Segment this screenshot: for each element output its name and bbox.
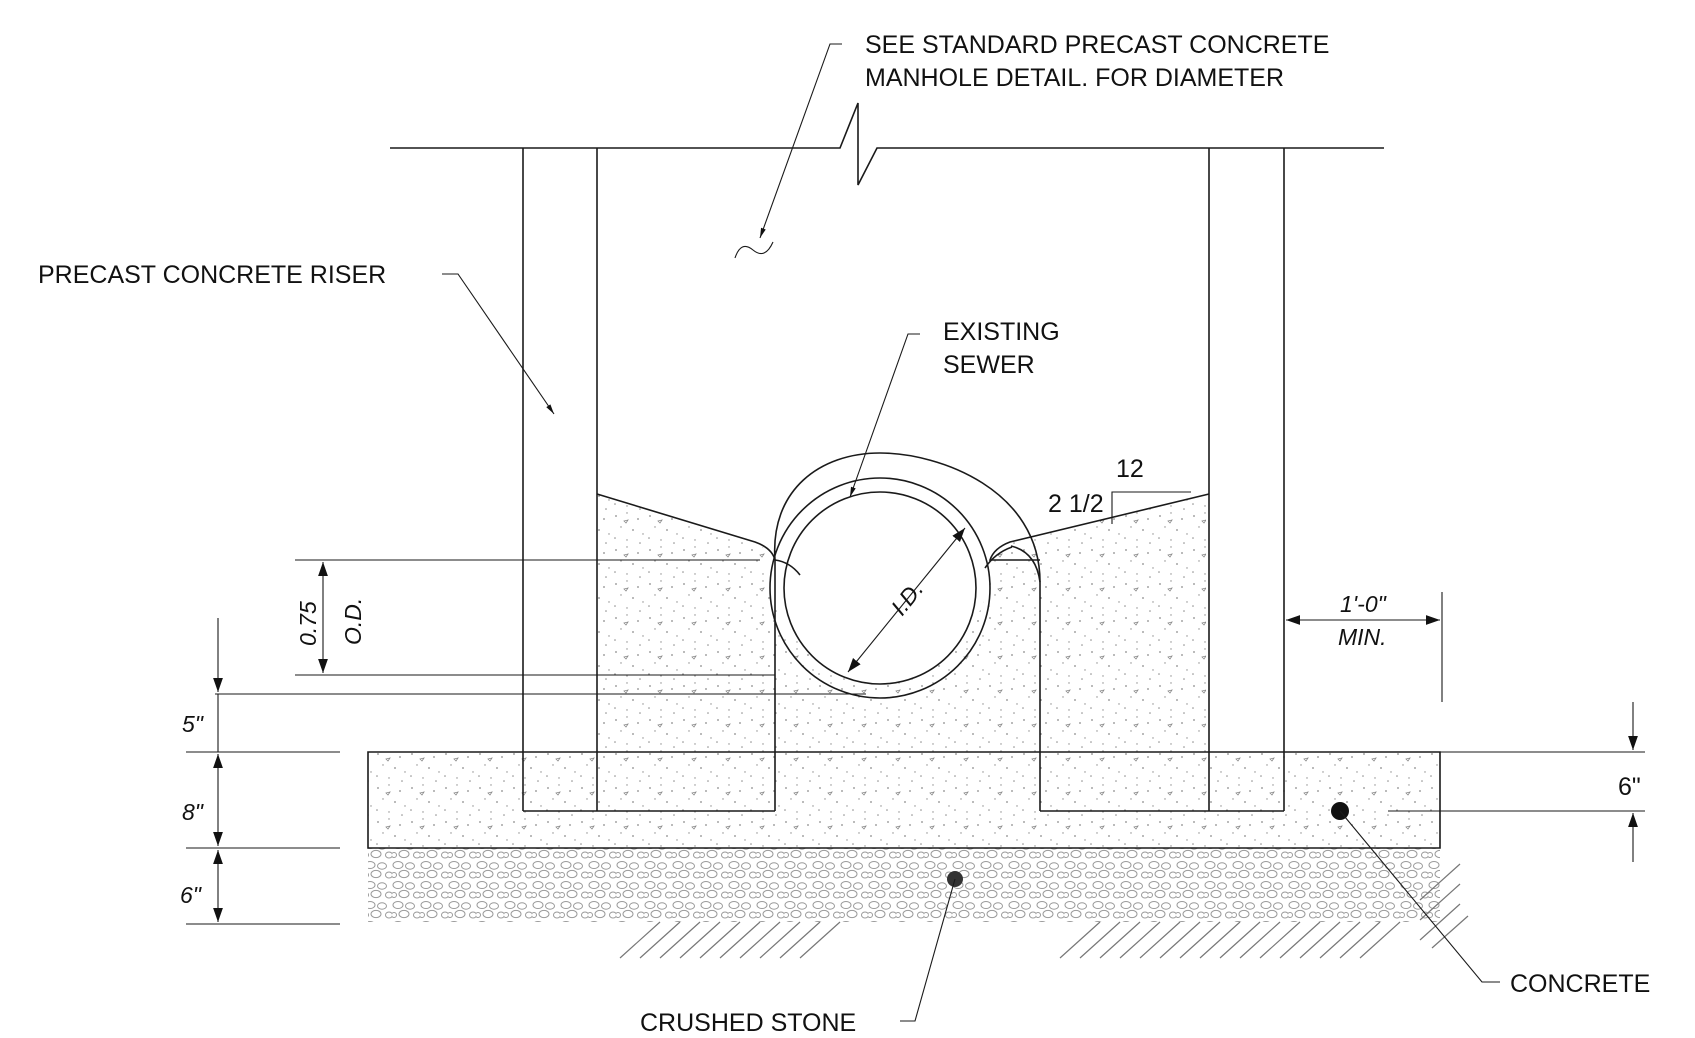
concrete-leader — [1339, 810, 1500, 983]
rebar-depth-label: 6" — [1618, 773, 1641, 801]
see-detail-note-line2: MANHOLE DETAIL. FOR DIAMETER — [865, 64, 1284, 92]
sewer-label-line1: EXISTING — [943, 318, 1060, 346]
riser-label: PRECAST CONCRETE RISER — [38, 261, 386, 289]
top-break-line — [390, 102, 1384, 186]
benching-fill — [597, 494, 1206, 752]
base-slab-fill — [368, 752, 1440, 848]
existing-sewer-pipe-outer — [769, 477, 991, 699]
existing-sewer-pipe-inner — [783, 491, 977, 685]
crushed-stone-label: CRUSHED STONE — [640, 1009, 856, 1037]
id-dimension-line — [847, 527, 966, 673]
slab-thickness-label: 8" — [182, 799, 205, 825]
see-detail-note-line1: SEE STANDARD PRECAST CONCRETE — [865, 31, 1329, 59]
concrete-label: CONCRETE — [1510, 970, 1650, 998]
od-factor-label: 0.75 — [295, 601, 321, 646]
slope-run-label: 12 — [1116, 455, 1144, 483]
invert-depth-label: 5" — [182, 711, 205, 737]
see-detail-leader — [759, 43, 842, 239]
crushed-stone-fill — [368, 848, 1440, 922]
stone-thickness-label: 6" — [180, 882, 203, 908]
slope-triangle — [1111, 491, 1191, 524]
clearance-note-label: MIN. — [1338, 624, 1387, 650]
channel-arch — [773, 452, 1041, 583]
slope-rise-label: 2 1/2 — [1048, 490, 1104, 518]
sewer-leader — [849, 333, 920, 498]
riser-leader — [442, 273, 555, 415]
sewer-label-line2: SEWER — [943, 351, 1035, 379]
crushed-stone-leader — [900, 878, 956, 1022]
base-slab-outline — [367, 751, 1441, 849]
ground-hatch — [619, 863, 1469, 959]
benching-right-outline — [988, 493, 1210, 561]
clearance-value-label: 1'-0" — [1340, 591, 1388, 617]
od-label: O.D. — [340, 598, 366, 645]
